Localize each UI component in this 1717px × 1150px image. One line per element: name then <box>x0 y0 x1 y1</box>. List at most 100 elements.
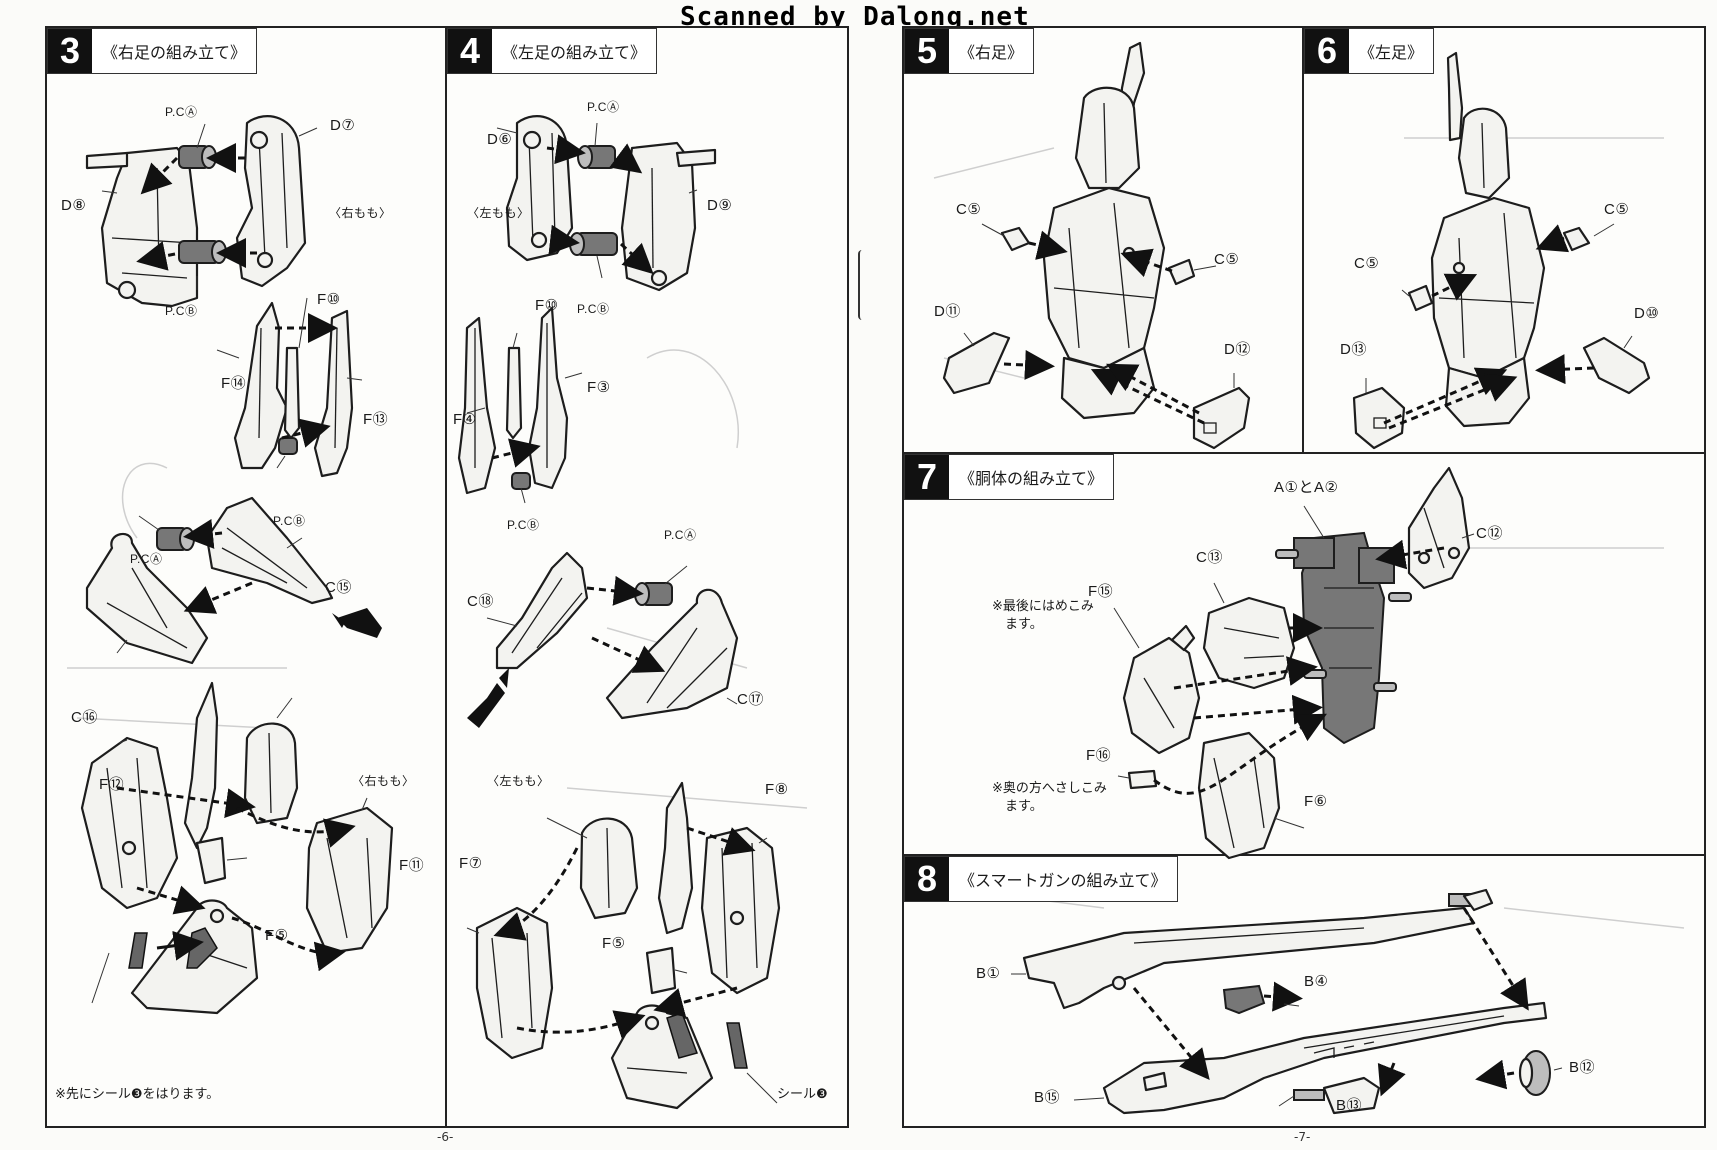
label-d8: D⑧ <box>61 197 87 214</box>
label-c5-6b: C⑤ <box>1354 255 1380 272</box>
step-4-sticker-label: シール❸ <box>777 1087 828 1102</box>
part-d7 <box>235 115 307 288</box>
page-right: 5 《右足》 6 《左足》 7 《胴体の組み立て》 8 《スマートガンの組み立て… <box>902 26 1706 1144</box>
part-f3 <box>527 306 569 490</box>
label-f10: F⑩ <box>317 291 341 308</box>
part-f11 <box>305 806 394 955</box>
part-f6 <box>1197 731 1281 860</box>
label-f4: F④ <box>453 411 477 428</box>
label-f11: F⑪ <box>399 857 425 874</box>
page-right-divider <box>1302 28 1304 452</box>
step-4-number: 4 <box>448 29 492 73</box>
divider-step-8 <box>904 854 1704 856</box>
step-8-title: 《スマートガンの組み立て》 <box>959 871 1167 890</box>
direction-arrow-tag <box>332 608 382 638</box>
page-number-right: -7- <box>1294 1130 1311 1144</box>
label-b4: B④ <box>1304 973 1329 990</box>
label-c5-5b: C⑤ <box>1214 251 1240 268</box>
label-c13: C⑬ <box>1196 549 1223 566</box>
label-left-thigh-2: 〈左もも〉 <box>487 774 550 788</box>
page-left-divider <box>445 28 447 1126</box>
part-f14 <box>233 301 289 470</box>
label-d7: D⑦ <box>330 117 356 134</box>
step-5-leg-assembly <box>1042 41 1166 420</box>
label-c15: C⑮ <box>325 579 352 596</box>
label-d6: D⑥ <box>487 131 513 148</box>
step-7-note-last: ※最後にはめこみ ます。 <box>992 599 1094 632</box>
part-f10 <box>283 346 301 440</box>
step-6-leg-assembly <box>1430 51 1546 428</box>
step-4-title: 《左足の組み立て》 <box>502 43 647 62</box>
polycap-b-4top <box>569 232 618 256</box>
divider-step-7 <box>904 452 1704 454</box>
smart-gun-lower-b15 <box>1102 1001 1548 1115</box>
step-7-title: 《胴体の組み立て》 <box>959 469 1104 488</box>
label-pcb-4: P.CⒷ <box>577 302 610 316</box>
step-7-header: 7 《胴体の組み立て》 <box>904 454 1115 500</box>
label-pca-4b: P.CⒶ <box>664 528 697 542</box>
label-f12: F⑫ <box>99 776 125 793</box>
label-b1: B① <box>976 965 1001 982</box>
label-d11: D⑪ <box>934 303 961 320</box>
step-5-header: 5 《右足》 <box>904 28 1035 74</box>
part-f13 <box>313 309 354 478</box>
step-5-title: 《右足》 <box>959 43 1024 62</box>
label-right-thigh: 〈右もも〉 <box>329 206 392 220</box>
label-c5-5a: C⑤ <box>956 201 982 218</box>
label-d10: D⑩ <box>1634 305 1660 322</box>
polycap-a-4lower <box>634 582 673 606</box>
polycap-a-lower <box>156 527 195 551</box>
label-pca-2: P.CⒶ <box>130 552 163 566</box>
step-8-number: 8 <box>905 857 949 901</box>
part-b4 <box>1222 984 1266 1015</box>
smart-gun-upper-b1 <box>1022 888 1494 1010</box>
label-c5-6a: C⑤ <box>1604 201 1630 218</box>
label-f15: F⑮ <box>1088 583 1114 600</box>
page-number-left: -6- <box>437 1130 454 1144</box>
part-thigh-frame-right <box>183 681 219 850</box>
right-page-illustrations <box>933 41 1685 1115</box>
part-right-thigh <box>243 722 299 825</box>
part-d9 <box>620 141 717 292</box>
polycap-b-mid <box>278 437 298 455</box>
label-b12: B⑫ <box>1569 1059 1596 1076</box>
part-f8 <box>700 826 781 995</box>
step-6-title: 《左足》 <box>1359 43 1424 62</box>
part-thigh-frame-left <box>657 781 694 935</box>
label-d13: D⑬ <box>1340 341 1367 358</box>
step-7-number: 7 <box>905 455 949 499</box>
part-d10 <box>1582 336 1651 395</box>
label-d12: D⑫ <box>1224 341 1251 358</box>
label-pca-4: P.CⒶ <box>587 100 620 114</box>
polycap-a-4top <box>577 145 616 169</box>
label-right-thigh-2: 〈右もも〉 <box>352 774 415 788</box>
part-f4 <box>457 316 497 495</box>
label-b15: B⑮ <box>1034 1089 1061 1106</box>
part-d12 <box>1192 386 1251 450</box>
label-f13: F⑬ <box>363 411 389 428</box>
label-d9: D⑨ <box>707 197 733 214</box>
binder-mark <box>858 250 868 320</box>
step-3-sticker-note: ※先にシール❸をはります。 <box>55 1087 220 1102</box>
label-a1-a2: A①とA② <box>1274 479 1339 496</box>
polycap-b-4mid <box>511 472 531 490</box>
label-f14: F⑭ <box>221 375 247 392</box>
label-f5-4: F⑤ <box>602 935 626 952</box>
label-f5: F⑤ <box>265 927 289 944</box>
part-f15 <box>1122 624 1201 755</box>
page-left: 3 《右足の組み立て》 4 《左足の組み立て》 P.CⒶ D⑦ D⑧ 〈右もも〉… <box>45 26 849 1144</box>
label-f3: F③ <box>587 379 611 396</box>
part-left-thigh <box>579 817 639 920</box>
label-f6: F⑥ <box>1304 793 1328 810</box>
part-f7 <box>475 906 554 1060</box>
step-7-note-insert: ※奥の方へさしこみ ます。 <box>992 781 1107 814</box>
label-c12: C⑫ <box>1476 525 1503 542</box>
label-pcb-4b: P.CⒷ <box>507 518 540 532</box>
label-c18: C⑱ <box>467 593 494 610</box>
step-3-number: 3 <box>48 29 92 73</box>
part-c5-6a <box>1562 226 1591 252</box>
label-f10-4: F⑩ <box>535 297 559 314</box>
part-c13 <box>1202 596 1296 690</box>
part-f16 <box>1127 769 1158 790</box>
step-4-header: 4 《左足の組み立て》 <box>447 28 658 74</box>
